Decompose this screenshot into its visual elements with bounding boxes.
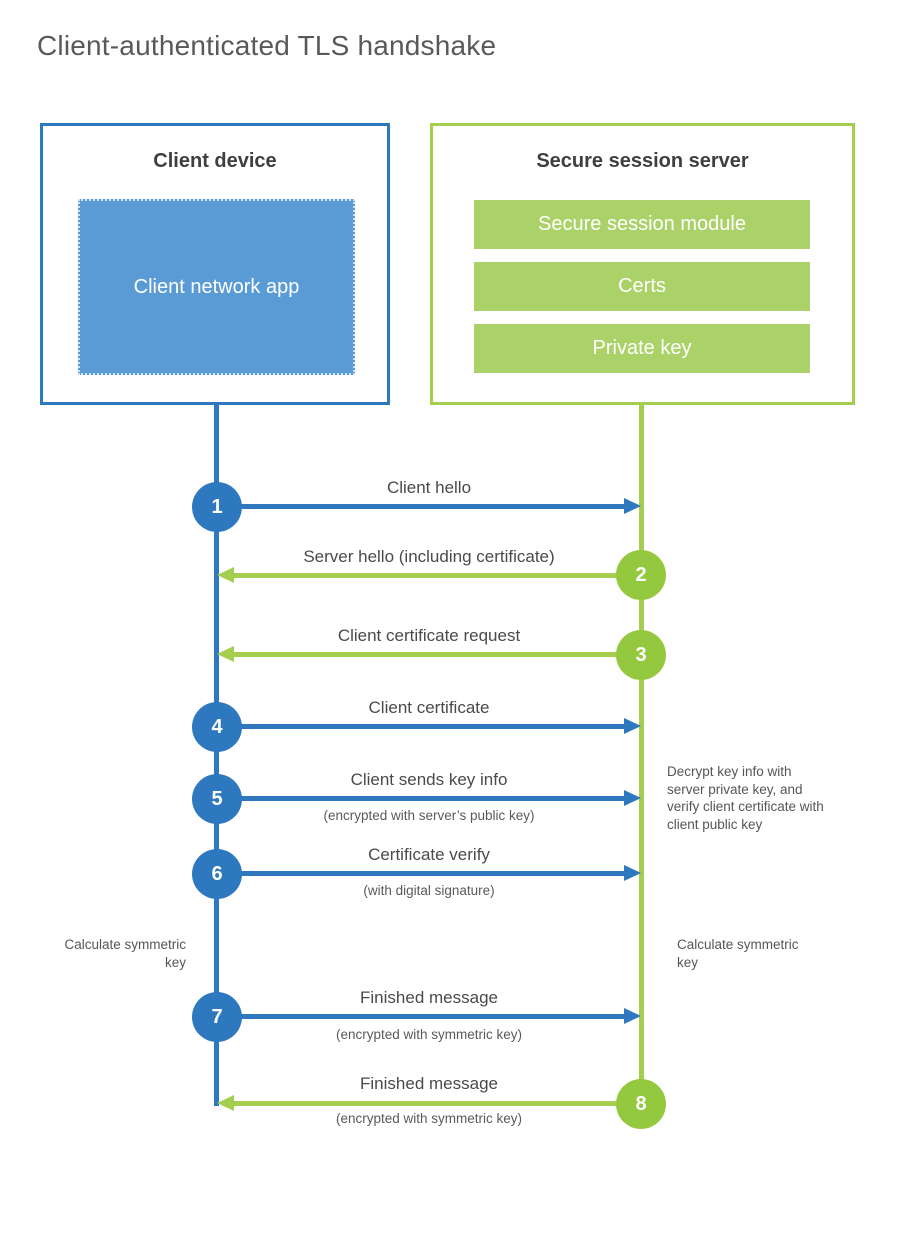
message-arrow-right xyxy=(217,718,641,735)
message-arrow-left xyxy=(217,1095,641,1112)
step-sublabel: (with digital signature) xyxy=(363,883,495,898)
message-arrow-left xyxy=(217,567,641,584)
arrow-head-icon xyxy=(217,646,234,662)
step-label: Server hello (including certificate) xyxy=(303,547,555,566)
step-badge: 7 xyxy=(192,992,242,1042)
step-label: Client sends key info xyxy=(350,770,508,789)
arrow-head-icon xyxy=(624,498,641,514)
arrow-shaft xyxy=(217,1014,626,1019)
server-module-bar: Private key xyxy=(474,324,810,373)
arrow-shaft xyxy=(217,871,626,876)
arrow-head-icon xyxy=(624,1008,641,1024)
step-badge: 4 xyxy=(192,702,242,752)
server-lifeline xyxy=(639,405,644,1104)
message-arrow-right xyxy=(217,498,641,515)
arrow-head-icon xyxy=(624,718,641,734)
step-badge: 3 xyxy=(616,630,666,680)
step-label: Certificate verify xyxy=(368,845,490,864)
arrow-shaft xyxy=(217,796,626,801)
message-arrow-right xyxy=(217,1008,641,1025)
arrow-head-icon xyxy=(217,567,234,583)
decrypt-key-note: Decrypt key info with server private key… xyxy=(667,764,824,832)
step-badge: 1 xyxy=(192,482,242,532)
arrow-shaft xyxy=(232,1101,641,1106)
arrow-shaft xyxy=(217,504,626,509)
server-module-bar: Secure session module xyxy=(474,200,810,249)
arrow-head-icon xyxy=(624,790,641,806)
message-arrow-right xyxy=(217,790,641,807)
step-label: Client certificate request xyxy=(337,626,521,645)
step-badge: 8 xyxy=(616,1079,666,1129)
client-network-app-label: Client network app xyxy=(133,276,300,298)
calculate-symmetric-key-server: Calculate symmetric key xyxy=(677,937,799,970)
arrow-shaft xyxy=(232,573,641,578)
step-label: Finished message xyxy=(360,1074,498,1093)
step-badge: 6 xyxy=(192,849,242,899)
client-lifeline xyxy=(214,405,219,1106)
arrow-head-icon xyxy=(217,1095,234,1111)
page-title: Client-authenticated TLS handshake xyxy=(37,30,497,61)
message-arrow-right xyxy=(217,865,641,882)
message-arrow-left xyxy=(217,646,641,663)
secure-session-server-box: Secure session server Secure session mod… xyxy=(430,123,855,405)
step-sublabel: (encrypted with symmetric key) xyxy=(335,1027,523,1042)
step-sublabel: (encrypted with symmetric key) xyxy=(335,1111,523,1126)
arrow-shaft xyxy=(232,652,641,657)
arrow-shaft xyxy=(217,724,626,729)
client-network-app-box: Client network app xyxy=(78,199,355,375)
server-module-bar: Certs xyxy=(474,262,810,311)
client-device-title: Client device xyxy=(153,150,277,172)
step-label: Finished message xyxy=(360,988,498,1007)
client-device-box: Client device Client network app xyxy=(40,123,390,405)
step-badge: 2 xyxy=(616,550,666,600)
arrow-head-icon xyxy=(624,865,641,881)
step-label: Client certificate xyxy=(368,698,490,717)
step-badge: 5 xyxy=(192,774,242,824)
secure-session-server-title: Secure session server xyxy=(536,150,749,172)
calculate-symmetric-key-client: Calculate symmetric key xyxy=(64,937,186,970)
step-sublabel: (encrypted with server’s public key) xyxy=(323,808,535,823)
step-label: Client hello xyxy=(386,478,472,497)
